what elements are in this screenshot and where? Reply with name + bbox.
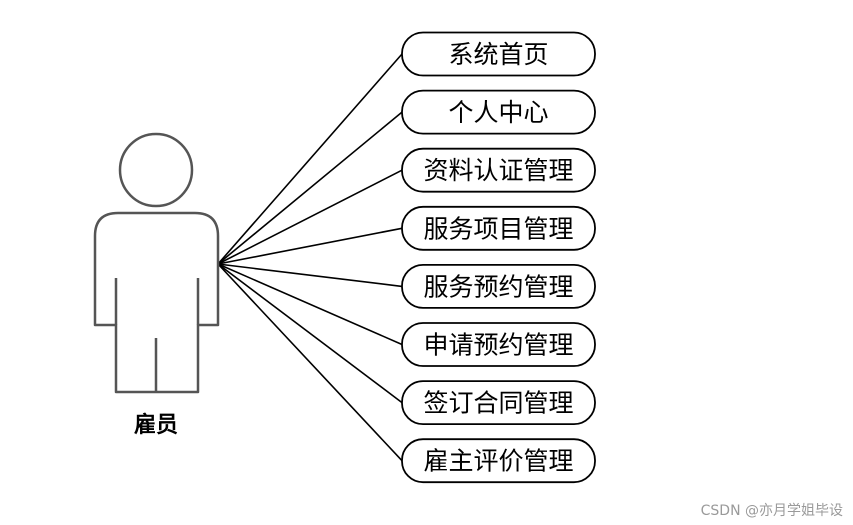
use-case-label: 资料认证管理 [423, 156, 573, 185]
use-case: 服务预约管理 [401, 263, 596, 309]
use-case-label: 雇主评价管理 [423, 447, 573, 476]
use-case-label: 签订合同管理 [423, 389, 573, 418]
connector-line [217, 263, 403, 462]
actor-body [93, 211, 220, 394]
actor-label: 雇员 [134, 412, 178, 438]
use-case: 申请预约管理 [401, 322, 596, 367]
use-case: 个人中心 [401, 89, 596, 135]
connector-line [217, 111, 403, 265]
connector-lines [217, 53, 403, 462]
use-case: 服务项目管理 [401, 205, 596, 251]
use-case: 雇主评价管理 [401, 438, 596, 484]
actor: 雇员 [93, 132, 220, 438]
use-case-shape [401, 380, 596, 426]
use-case: 资料认证管理 [401, 147, 596, 193]
watermark-text: CSDN @亦月学姐毕设 [701, 503, 843, 519]
use-case-label: 个人中心 [448, 98, 548, 127]
use-case-shape [401, 31, 596, 77]
actor-head [118, 132, 194, 208]
use-case-label: 服务预约管理 [423, 272, 573, 301]
use-case: 系统首页 [401, 31, 596, 77]
connector-line [217, 227, 403, 265]
person-icon [93, 132, 220, 394]
use-case-shape [401, 205, 596, 251]
use-case-label: 系统首页 [448, 40, 548, 69]
use-case-shape [401, 147, 596, 193]
connector-line [217, 263, 403, 404]
use-case-shape [401, 263, 596, 309]
connector-line [217, 263, 403, 346]
use-case-shape [401, 89, 596, 135]
use-case-shape [401, 322, 596, 367]
use-case: 签订合同管理 [401, 380, 596, 426]
connector-line [217, 53, 403, 265]
use-case-list: 系统首页个人中心资料认证管理服务项目管理服务预约管理申请预约管理签订合同管理雇主… [401, 31, 596, 484]
use-case-shape [401, 438, 596, 484]
use-case-label: 申请预约管理 [423, 331, 573, 360]
connector-line [217, 263, 403, 288]
connector-line [217, 169, 403, 265]
use-case-label: 服务项目管理 [423, 214, 573, 243]
